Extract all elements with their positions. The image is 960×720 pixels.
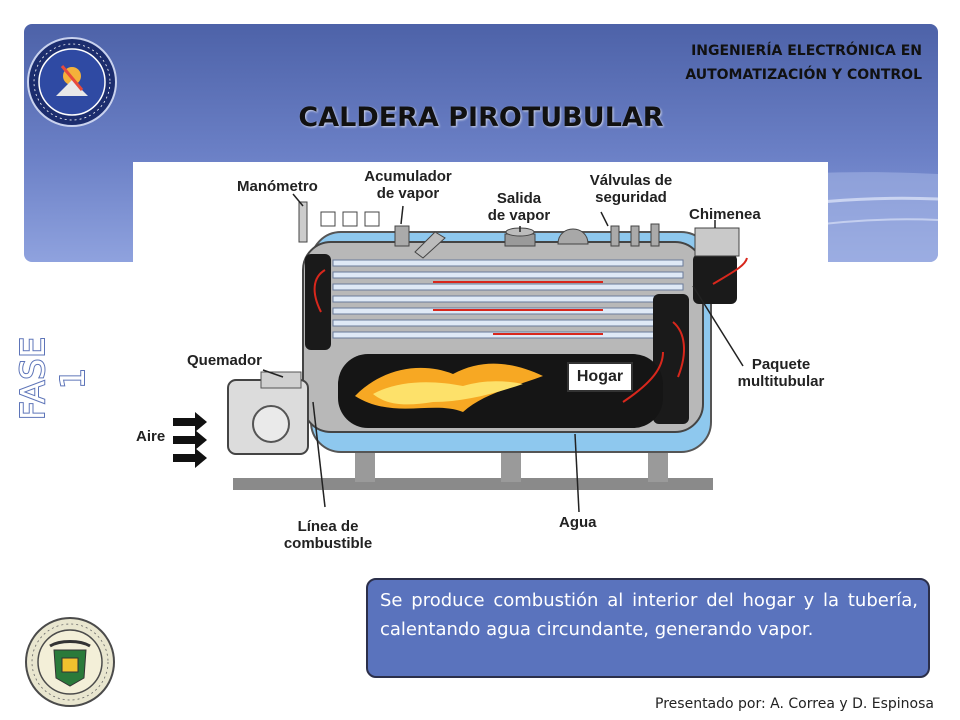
flow-arrows (313, 257, 748, 403)
label-paquete: Paquete multitubular (737, 356, 825, 390)
pressure-gauge (298, 201, 308, 243)
label-valvulas: Válvulas de seguridad (589, 172, 673, 206)
leader-lines (262, 193, 744, 513)
description-text: Se produce combustión al interior del ho… (380, 590, 918, 640)
flame-core (373, 381, 523, 405)
label-agua: Agua (559, 514, 597, 531)
chimney (694, 227, 740, 257)
front-smoke-box (305, 254, 331, 350)
phase-label: FASE 1 (12, 335, 93, 421)
steam-accumulator (394, 225, 410, 247)
label-manometro: Manómetro (237, 178, 318, 195)
page-title: CALDERA PIROTUBULAR (298, 102, 664, 133)
boiler-illustration (173, 193, 748, 513)
chimney-box (693, 254, 737, 304)
boiler-diagram: Manómetro Acumulador de vapor Salida de … (133, 162, 828, 562)
base-rail (233, 478, 713, 490)
label-salida: Salida de vapor (487, 190, 551, 224)
tube-bank (332, 259, 684, 339)
label-aire: Aire (136, 428, 166, 445)
label-chimenea: Chimenea (689, 206, 761, 223)
university-emblem (26, 36, 118, 133)
label-hogar: Hogar (567, 362, 633, 392)
army-polytechnic-emblem (24, 616, 116, 713)
institution-name: INGENIERÍA ELECTRÓNICA EN AUTOMATIZACIÓN… (685, 43, 922, 83)
label-linea: Línea de combustible (283, 518, 373, 552)
label-acumulador: Acumulador de vapor (364, 168, 452, 202)
air-arrows (173, 412, 207, 468)
safety-valve (557, 228, 589, 245)
presenter-credit: Presentado por: A. Correa y D. Espinosa (655, 696, 934, 712)
label-quemador: Quemador (187, 352, 263, 369)
description-box: Se produce combustión al interior del ho… (366, 578, 930, 678)
